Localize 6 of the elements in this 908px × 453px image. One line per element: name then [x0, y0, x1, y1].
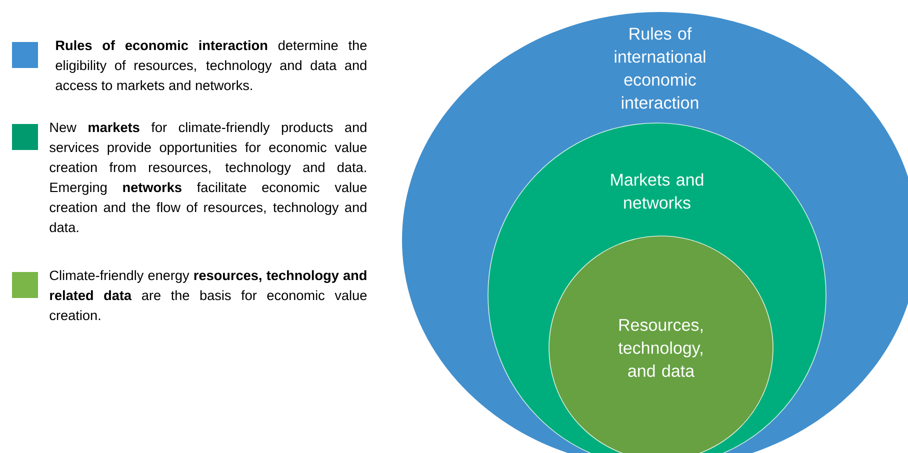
ellipse-label: Rules of international economic interaction — [614, 27, 706, 109]
legend-text: Rules of economic interaction determine the eligibility of resources, technology and data and access to markets and networks. — [56, 40, 367, 90]
ellipse-label: Resources, technology, and data — [618, 319, 702, 377]
ellipse-label: Markets and networks — [611, 173, 704, 209]
legend-text: Climate-friendly energy resources, technology and related data are the basis for economic value creation. — [50, 270, 367, 320]
legend-text: New markets for climate-friendly products and services provide opportunities for economic value creation from resources, technology and data. Emerging networks facilitate economic value creation and the flow of resources, technology and data. — [50, 122, 367, 232]
